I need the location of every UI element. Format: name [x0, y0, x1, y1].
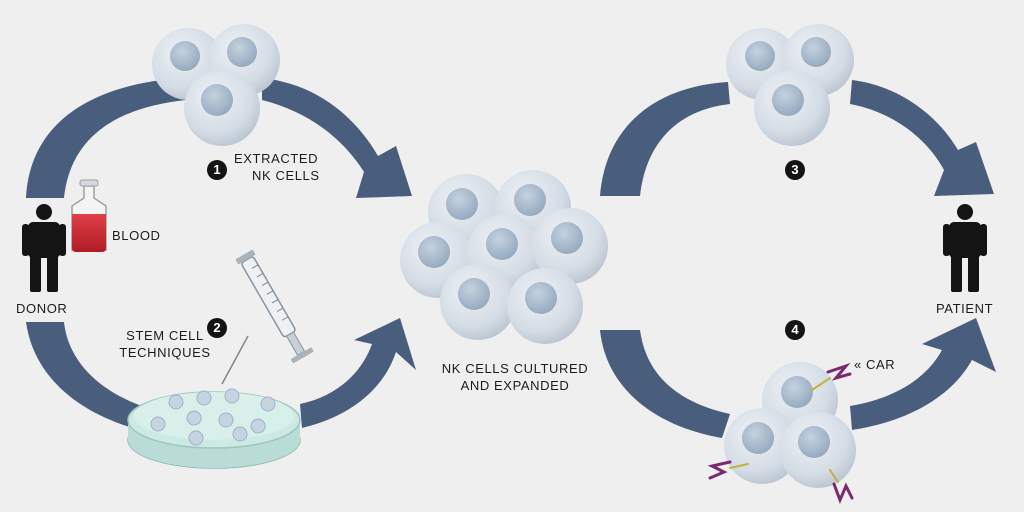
syringe-icon	[221, 249, 314, 385]
arrow-step4-to-patient	[850, 318, 996, 430]
blood-bag-icon	[71, 179, 107, 252]
step-2-badge: 2	[207, 318, 227, 338]
step-1-badge: 1	[207, 160, 227, 180]
cultured-label-line1: NK CELLS CULTURED	[441, 361, 589, 376]
stem-cell-techniques-label: STEM CELL TECHNIQUES	[116, 327, 214, 361]
blood-label: BLOOD	[112, 228, 161, 243]
arrow-step3-to-patient	[850, 80, 994, 196]
arrow-stem-to-culture	[300, 318, 416, 428]
cultured-nk-cells-cluster	[400, 170, 608, 344]
extracted-label-line2: NK CELLS	[252, 168, 320, 183]
step-4-badge: 4	[785, 320, 805, 340]
extracted-nk-cells-cluster	[152, 24, 280, 146]
stem-label-line2: TECHNIQUES	[119, 345, 211, 360]
extracted-nk-cells-label: EXTRACTED NK CELLS	[234, 150, 320, 184]
car-receptor	[707, 460, 749, 480]
donor-person-icon	[22, 204, 66, 292]
patient-person-icon	[943, 204, 987, 292]
petri-dish-icon	[127, 388, 301, 469]
stem-label-line1: STEM CELL	[126, 328, 204, 343]
patient-label: PATIENT	[936, 301, 994, 316]
cultured-expanded-label: NK CELLS CULTURED AND EXPANDED	[430, 360, 600, 394]
donor-label: DONOR	[16, 301, 68, 316]
car-receptor	[811, 362, 852, 391]
arrow-culture-to-step4	[600, 330, 730, 438]
step3-nk-cells-cluster	[726, 24, 854, 146]
arrow-donor-to-extracted	[26, 78, 186, 198]
car-nk-cells-cluster	[707, 362, 856, 505]
arrow-extracted-to-culture	[262, 78, 412, 198]
step-3-badge: 3	[785, 160, 805, 180]
car-receptor	[829, 469, 854, 505]
arrow-donor-to-stem	[26, 322, 148, 430]
extracted-label-line1: EXTRACTED	[234, 151, 319, 166]
arrow-culture-to-step3	[600, 82, 730, 196]
cultured-label-line2: AND EXPANDED	[460, 378, 570, 393]
car-label: « CAR	[854, 357, 896, 372]
